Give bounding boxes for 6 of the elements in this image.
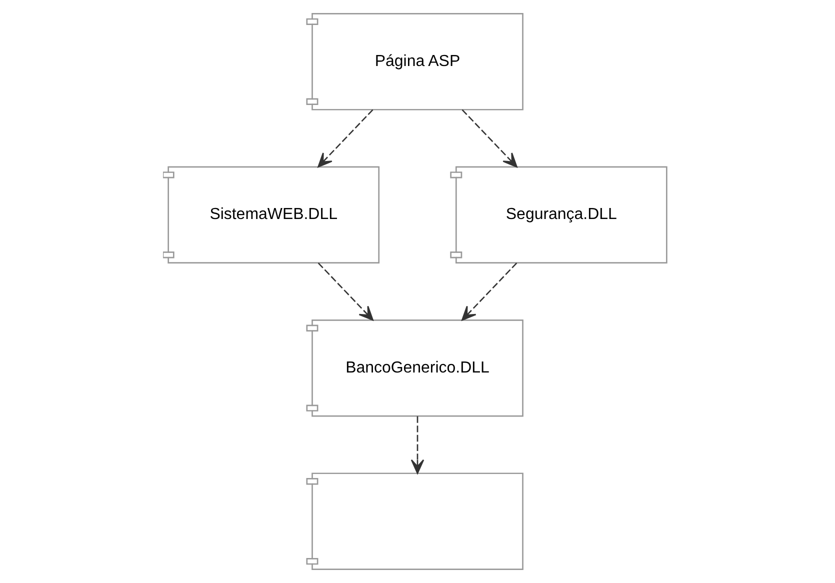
arrow (318, 262, 374, 321)
arrow (318, 109, 374, 168)
arrow (462, 262, 518, 321)
node-box (306, 472, 524, 570)
arrow (462, 109, 518, 168)
arrow (410, 416, 424, 474)
